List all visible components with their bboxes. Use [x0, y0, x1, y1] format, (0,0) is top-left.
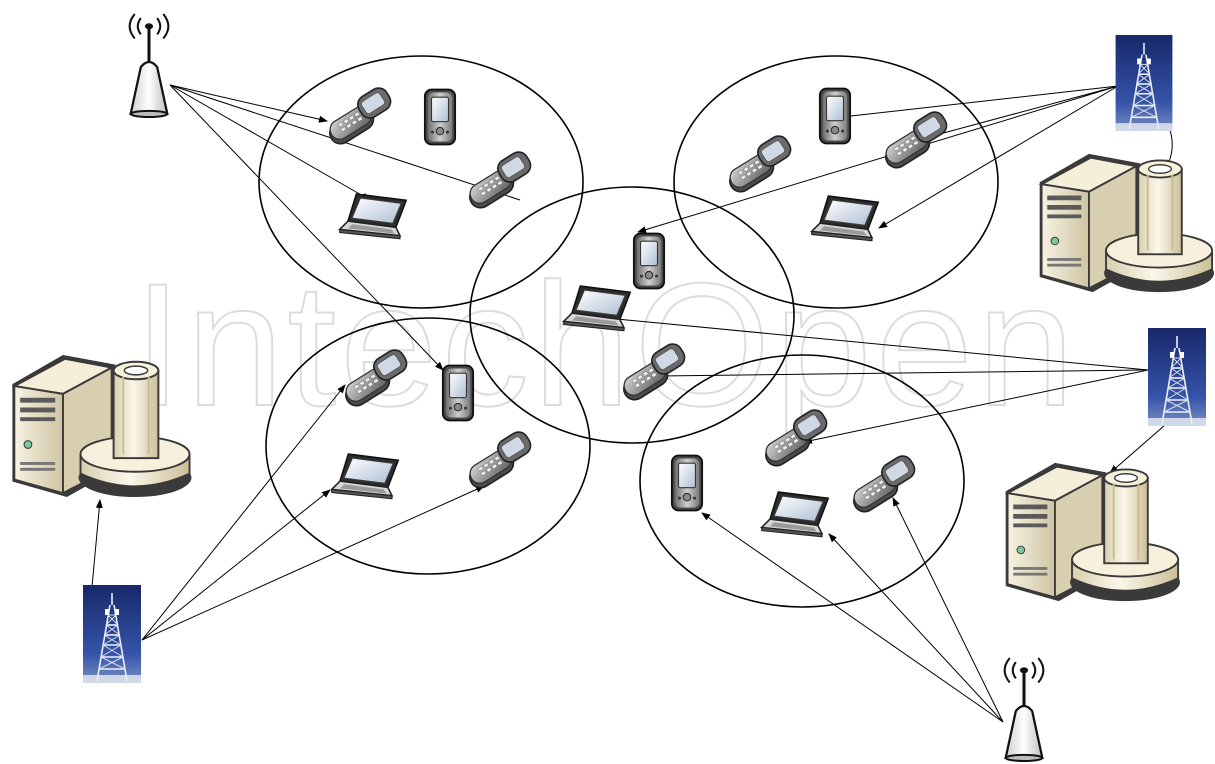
laptop-icon[interactable] — [330, 453, 400, 500]
link-line — [1109, 424, 1166, 474]
link-line — [169, 84, 371, 201]
cluster-bottom-left — [265, 317, 591, 575]
cluster-center — [469, 186, 795, 444]
cluster-top-left — [258, 55, 584, 309]
link-line — [141, 485, 485, 641]
cluster-top-right — [673, 55, 999, 309]
pda-device-icon[interactable] — [441, 364, 475, 422]
pda-device-icon[interactable] — [632, 232, 666, 290]
link-line — [91, 499, 103, 588]
cell-tower-icon[interactable] — [1147, 327, 1207, 427]
cluster-bottom-right — [639, 354, 965, 608]
flip-phone-icon[interactable] — [720, 131, 799, 197]
access-point-antenna-icon[interactable] — [1003, 656, 1045, 763]
cell-tower-icon[interactable] — [1114, 34, 1174, 132]
link-line — [169, 84, 328, 123]
link-line — [605, 315, 1149, 371]
pda-device-icon[interactable] — [818, 87, 852, 145]
link-line — [878, 85, 1119, 229]
laptop-icon[interactable] — [338, 193, 408, 240]
wireless-links — [91, 84, 1173, 723]
link-line — [169, 84, 444, 371]
flip-phone-icon[interactable] — [844, 451, 923, 517]
laptop-icon[interactable] — [760, 491, 830, 538]
access-point-antenna-icon[interactable] — [128, 12, 170, 119]
flip-phone-icon[interactable] — [320, 83, 399, 149]
link-line — [909, 85, 1119, 144]
link-line — [701, 512, 1004, 723]
cell-tower-icon[interactable] — [82, 584, 142, 684]
server-with-pillar-icon[interactable] — [1004, 461, 1181, 603]
cluster-top-left-devices — [320, 83, 539, 240]
link-line — [892, 497, 1004, 723]
laptop-icon[interactable] — [810, 195, 880, 242]
link-line — [637, 85, 1119, 234]
link-line — [828, 533, 1004, 723]
link-line — [803, 369, 1149, 444]
cluster-outlines — [258, 55, 999, 608]
flip-phone-icon[interactable] — [460, 147, 539, 213]
link-line — [841, 85, 1119, 120]
cluster-top-right-devices — [720, 87, 955, 242]
link-line — [659, 369, 1149, 380]
server-with-pillar-icon[interactable] — [1038, 152, 1215, 294]
watermark-text: IntechOpen — [134, 248, 1079, 443]
pda-device-icon[interactable] — [423, 88, 457, 146]
link-line — [141, 384, 346, 641]
link-line — [141, 489, 331, 641]
pda-device-icon[interactable] — [670, 454, 704, 512]
flip-phone-icon[interactable] — [876, 107, 955, 173]
